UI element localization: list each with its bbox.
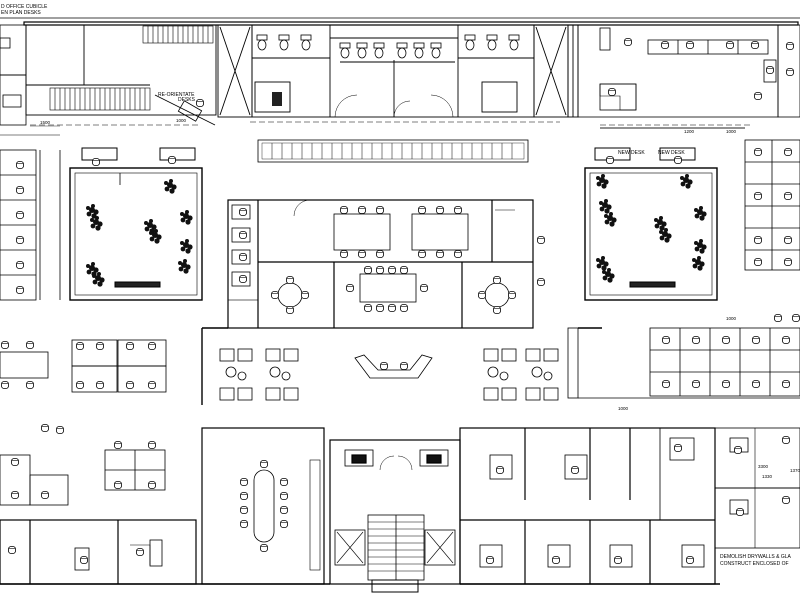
dimension-labels: 1500 1000 1200 1000 1000 1000 1370 1330 … [30, 118, 800, 479]
left-workstations [0, 149, 167, 506]
bottom-left-offices [0, 519, 197, 585]
left-workstation-chairs [1, 161, 156, 499]
new-desk-label-2: NEW DESK [658, 150, 685, 156]
bottom-right-offices [459, 427, 800, 585]
right-planter-room [584, 147, 718, 301]
boardroom-chairs [240, 460, 288, 552]
reception-chairs [380, 362, 408, 370]
central-meeting-chairs [239, 206, 545, 314]
top-right-office [577, 24, 800, 118]
header-line-2: EN PLAN DESKS [1, 10, 41, 16]
dim-1330: 1330 [762, 474, 773, 479]
top-left-offices [0, 24, 216, 126]
dim-1000-mid: 1000 [726, 316, 737, 321]
new-desk-labels: NEW DESK NEW DESK [618, 150, 685, 156]
demolish-line-1: DEMOLISH DRYWALLS & GLA [720, 554, 792, 560]
dim-1000-low: 1000 [618, 406, 629, 411]
central-meeting-block [227, 199, 534, 329]
dim-1370: 1370 [790, 468, 800, 473]
left-planter-room [69, 147, 203, 301]
dim-1200: 1200 [684, 129, 695, 134]
right-planter-trees [596, 156, 707, 283]
corridor-lines [0, 121, 750, 136]
dim-3300: 3300 [758, 464, 769, 469]
dim-1000-right: 1000 [726, 129, 737, 134]
central-lounge [201, 327, 602, 405]
dim-1500: 1500 [40, 120, 51, 125]
bottom-left-office-chairs [8, 546, 144, 564]
reorientate-line-2: DESKS [178, 97, 196, 103]
boardroom [201, 427, 325, 585]
dim-1000-top: 1000 [176, 118, 187, 123]
toilet-fixtures [256, 34, 520, 106]
demolish-note: DEMOLISH DRYWALLS & GLA CONSTRUCT ENCLOS… [718, 552, 800, 568]
left-planter-trees [86, 156, 193, 287]
top-core [25, 24, 579, 118]
header-line-1: D OFFICE CUBICLE [1, 4, 48, 10]
new-desk-label-1: NEW DESK [618, 150, 645, 156]
reorientate-line-1: RE-ORIENTATE [158, 92, 195, 98]
cleaner-sink-icon [272, 92, 282, 106]
drawing-header: D OFFICE CUBICLE EN PLAN DESKS [1, 4, 48, 16]
reorientate-note: RE-ORIENTATE DESKS [158, 92, 204, 107]
demolish-line-2: CONSTRUCT ENCLOSED OF [720, 561, 789, 567]
right-workstations [578, 127, 800, 399]
reception-counter [257, 139, 529, 163]
bottom-core [329, 439, 461, 585]
